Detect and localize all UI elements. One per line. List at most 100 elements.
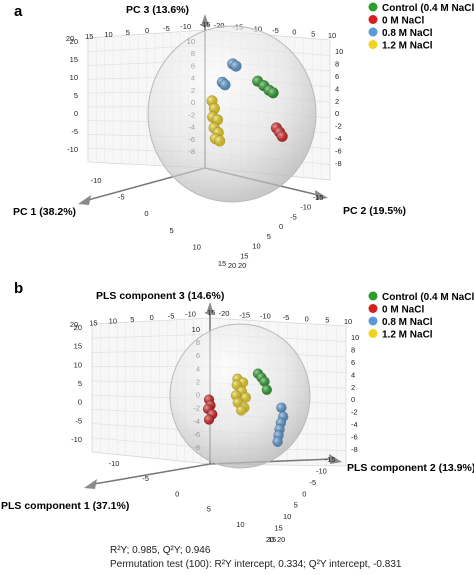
left-tick-label: -5 <box>71 127 78 136</box>
legend-marker-12m <box>368 40 378 49</box>
right-tick-label: 0 <box>335 109 339 118</box>
top-tick-label: 0 <box>150 313 154 322</box>
x-axis-line <box>93 463 211 485</box>
left-tick-label: 0 <box>78 398 82 407</box>
x-tick-label: 15 <box>218 259 226 268</box>
top-tick-label: -5 <box>168 311 175 320</box>
left-tick-label: -5 <box>75 416 82 425</box>
legend-label-0m: 0 M NaCl <box>382 16 424 27</box>
left-tick-label: -10 <box>67 145 78 154</box>
left-tick-label: 10 <box>70 73 78 82</box>
data-point-shade <box>240 392 251 403</box>
z-axis-arrow <box>201 14 209 26</box>
pca-3d-chart: 20151050-5-10-15-20-15-10-5051020151050-… <box>13 4 406 270</box>
right-tick-label: -2 <box>351 408 358 417</box>
top-tick-label: 10 <box>109 317 117 326</box>
top-tick-label: 10 <box>104 30 112 39</box>
right-tick-label: 2 <box>351 383 355 392</box>
x-tick-label: 10 <box>193 242 201 251</box>
legend-marker-08m <box>368 27 378 37</box>
right-tick-label: -6 <box>351 433 358 442</box>
right-tick-label: 6 <box>351 358 355 367</box>
y-axis-arrow <box>329 454 342 464</box>
data-point-shade <box>267 87 279 99</box>
model-stats-line-2: Permutation test (100): R²Y intercept, 0… <box>110 559 402 570</box>
y-tick-label: 0 <box>302 489 306 498</box>
left-tick-label: 15 <box>74 342 82 351</box>
right-tick-label: 0 <box>351 395 355 404</box>
top-tick-label: 0 <box>292 28 296 37</box>
x-tick-label: -10 <box>109 459 120 468</box>
x-axis-arrow <box>78 195 91 205</box>
y-tick-label: -5 <box>290 212 297 221</box>
y-tick-label: 0 <box>279 222 283 231</box>
top-tick-label: 5 <box>126 28 130 37</box>
right-tick-label: -4 <box>335 134 342 143</box>
left-tick-label: 0 <box>74 109 78 118</box>
left-tick-label: 5 <box>78 379 82 388</box>
top-tick-label: -10 <box>260 312 271 321</box>
data-point-shade <box>219 79 231 91</box>
legend-marker-08m <box>368 316 378 326</box>
model-stats-line-1: R²Y; 0.985, Q²Y; 0.946 <box>110 545 211 556</box>
data-point-shade <box>236 405 247 416</box>
y-tick-label: -5 <box>310 478 317 487</box>
top-tick-label: -10 <box>185 310 196 319</box>
x-tick-label: 10 <box>236 520 244 529</box>
z-axis-arrow <box>206 302 214 314</box>
right-tick-label: 6 <box>335 72 339 81</box>
y-tick-label: -15 <box>325 455 336 464</box>
right-tick-label: 2 <box>335 97 339 106</box>
right-tick-label: 8 <box>351 345 355 354</box>
x-tick-label: 20 <box>277 535 285 544</box>
legend-marker-control <box>368 291 378 301</box>
left-tick-label: 10 <box>74 360 82 369</box>
data-point-shade <box>259 376 270 387</box>
y-tick-label: -10 <box>300 203 311 212</box>
legend-a: Control (0.4 M NaCl) 0 M NaCl 0.8 M NaCl… <box>368 2 474 52</box>
y-tick-label: 20 <box>228 261 236 270</box>
right-tick-label: 4 <box>351 370 355 379</box>
top-tick-label: 15 <box>89 318 97 327</box>
data-point-shade <box>261 384 272 395</box>
right-tick-label: 4 <box>335 84 339 93</box>
legend-label-08m: 0.8 M NaCl <box>382 28 433 39</box>
top-tick-label: 5 <box>311 29 315 38</box>
data-points <box>206 58 288 147</box>
legend-label-0m: 0 M NaCl <box>382 305 424 316</box>
legend-marker-0m <box>368 15 378 24</box>
y-axis-title: PC 2 (19.5%) <box>343 205 406 217</box>
right-tick-label: -8 <box>335 159 342 168</box>
panel-label-b: b <box>14 280 23 297</box>
left-tick-label: 20 <box>74 323 82 332</box>
y-axis-arrow <box>315 190 328 200</box>
top-tick-label: -5 <box>163 24 170 33</box>
top-tick-label: 20 <box>66 34 74 43</box>
data-point-shade <box>230 60 242 72</box>
right-tick-label: -8 <box>351 445 358 454</box>
y-tick-label: 15 <box>274 524 282 533</box>
legend-label-control: Control (0.4 M NaCl) <box>382 3 474 14</box>
y-axis-title: PLS component 2 (13.9%) <box>347 462 474 474</box>
left-tick-label: 5 <box>74 91 78 100</box>
top-tick-label: 0 <box>145 26 149 35</box>
data-point-shade <box>272 436 283 447</box>
right-tick-label: -2 <box>335 122 342 131</box>
top-tick-label: 5 <box>325 316 329 325</box>
top-tick-label: 10 <box>344 317 352 326</box>
top-tick-label: -10 <box>180 22 191 31</box>
top-tick-label: 0 <box>305 314 309 323</box>
x-tick-label: 5 <box>207 505 211 514</box>
top-tick-label: -20 <box>214 21 225 30</box>
data-point-shade <box>209 103 220 114</box>
x-axis-title: PC 1 (38.2%) <box>13 206 76 218</box>
top-tick-label: -5 <box>283 313 290 322</box>
x-tick-label: 15 <box>268 535 276 544</box>
top-tick-label: -20 <box>219 309 230 318</box>
top-tick-label: 15 <box>85 32 93 41</box>
top-tick-label: 5 <box>130 315 134 324</box>
z-axis-title: PC 3 (13.6%) <box>126 4 189 16</box>
x-axis-arrow <box>84 479 97 489</box>
x-tick-label: 0 <box>144 209 148 218</box>
